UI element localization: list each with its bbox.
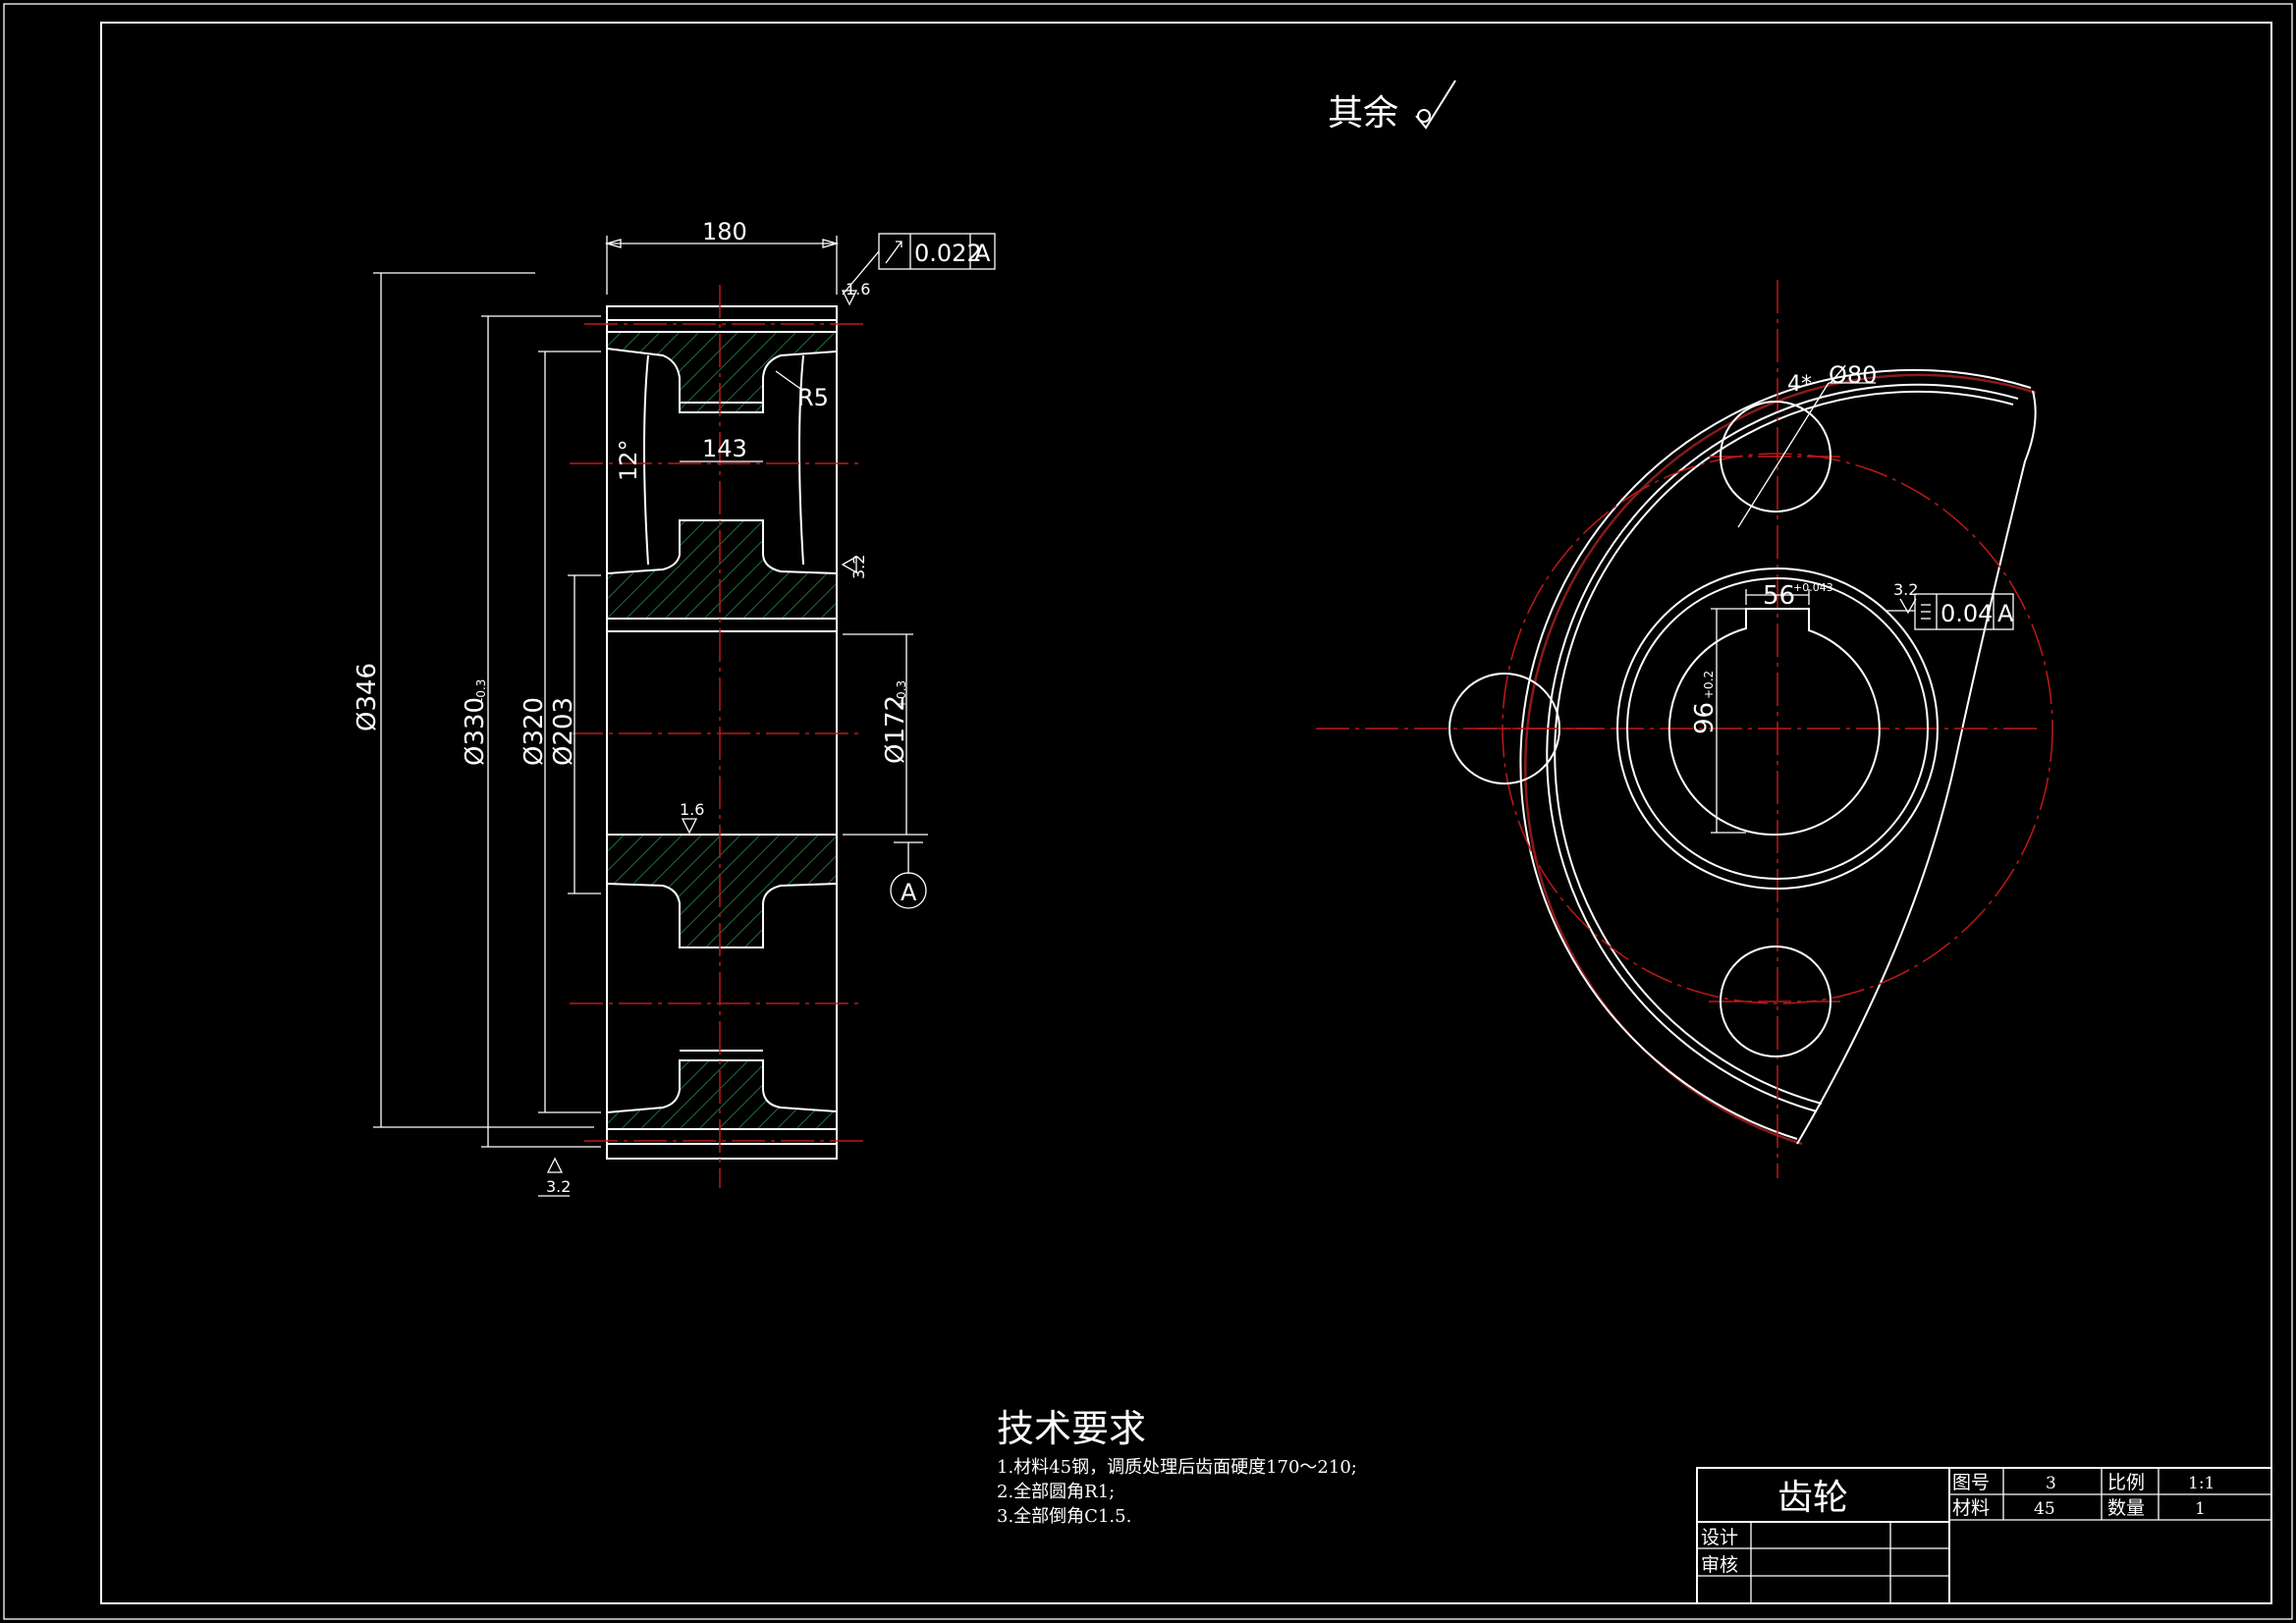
front-tol-value: 0.04 — [1941, 600, 1993, 627]
hole-diameter: Ø80 — [1829, 361, 1877, 389]
dim-fillet: R5 — [797, 384, 829, 411]
material-label: 材料 — [1952, 1497, 1990, 1519]
dim-hub-gap: 143 — [702, 435, 747, 462]
datum-a-circle — [890, 872, 927, 909]
material: 45 — [2034, 1499, 2055, 1519]
lower-hub-hatch — [606, 834, 838, 948]
scale-label: 比例 — [2107, 1472, 2145, 1493]
tech-requirements: 技术要求 1.材料45钢，调质处理后齿面硬度170～210; 2.全部圆角R1;… — [997, 1407, 1357, 1527]
dim-d-root-tol: -0.3 — [474, 679, 488, 702]
dim-d-bore-tol: +0.3 — [895, 680, 908, 709]
bore-with-keyway — [1667, 608, 1881, 837]
quantity-label: 数量 — [2107, 1497, 2145, 1519]
roughness-note-label: 其余 — [1328, 93, 1398, 134]
lightening-hole-top — [1720, 401, 1831, 513]
datum-a-label: A — [901, 879, 917, 906]
hub-circle-inner — [1626, 577, 1929, 880]
hole-count: 4* — [1787, 372, 1812, 397]
outer-border — [3, 3, 2293, 1620]
bore-depth-tol: +0.2 — [1702, 671, 1716, 699]
side-view-section — [570, 285, 864, 1188]
review-label: 审核 — [1701, 1554, 1738, 1576]
dim-d-outer: Ø346 — [353, 663, 382, 731]
lightening-hole-bottom — [1720, 946, 1831, 1057]
front-roughness: 3.2 — [1893, 580, 1918, 599]
front-view — [1316, 280, 2053, 1178]
roughness-face-top: 1.6 — [846, 280, 870, 298]
runout-tolerance-frame: 0.022 A — [842, 233, 996, 296]
title-block: 齿轮 图号 3 比例 1:1 材料 45 数量 1 设计 审核 — [1696, 1467, 2272, 1604]
roughness-symbols-side: 1.6 3.2 1.6 3.2 — [538, 280, 870, 1197]
side-view-dimensions: 180 143 12° R5 Ø346 Ø330 -0.3 Ø320 Ø203 … — [353, 218, 928, 1148]
front-tol-datum: A — [1997, 600, 2014, 627]
design-label: 设计 — [1701, 1527, 1738, 1548]
quantity: 1 — [2195, 1499, 2206, 1519]
runout-datum: A — [974, 240, 991, 267]
lightening-hole-left — [1449, 673, 1560, 784]
tech-req-item-1: 1.材料45钢，调质处理后齿面硬度170～210; — [997, 1457, 1357, 1478]
drawing-no-label: 图号 — [1952, 1472, 1990, 1493]
dim-d-root: Ø330 — [461, 697, 490, 766]
bore-depth: 96 — [1690, 702, 1720, 734]
dim-d-bore: Ø172 — [881, 695, 910, 764]
keyway-width: 56 — [1763, 581, 1795, 611]
hub-circle-outer — [1616, 568, 1939, 890]
dim-d-rim: Ø320 — [519, 697, 549, 766]
dim-width: 180 — [702, 218, 747, 245]
tech-req-item-3: 3.全部倒角C1.5. — [997, 1506, 1131, 1527]
roughness-side-right: 3.2 — [849, 555, 868, 579]
roughness-check-icon — [1415, 80, 1456, 130]
dim-d-hub: Ø203 — [549, 697, 578, 766]
scale: 1:1 — [2188, 1474, 2214, 1493]
front-view-dimensions: 4* Ø80 56 +0.043 96 +0.2 0.04 A 3.2 — [1690, 361, 2014, 834]
lower-rim-hatch — [606, 1059, 838, 1130]
keyway-tol: +0.043 — [1793, 581, 1833, 594]
tech-req-title: 技术要求 — [997, 1407, 1146, 1450]
part-name: 齿轮 — [1777, 1478, 1848, 1518]
tech-req-item-2: 2.全部圆角R1; — [997, 1482, 1115, 1502]
roughness-bore: 1.6 — [680, 800, 704, 819]
roughness-bottom-left: 3.2 — [546, 1177, 571, 1196]
dim-angle: 12° — [615, 439, 642, 481]
runout-value: 0.022 — [914, 240, 982, 267]
drawing-frame — [100, 22, 2272, 1604]
drawing-no: 3 — [2046, 1474, 2056, 1493]
